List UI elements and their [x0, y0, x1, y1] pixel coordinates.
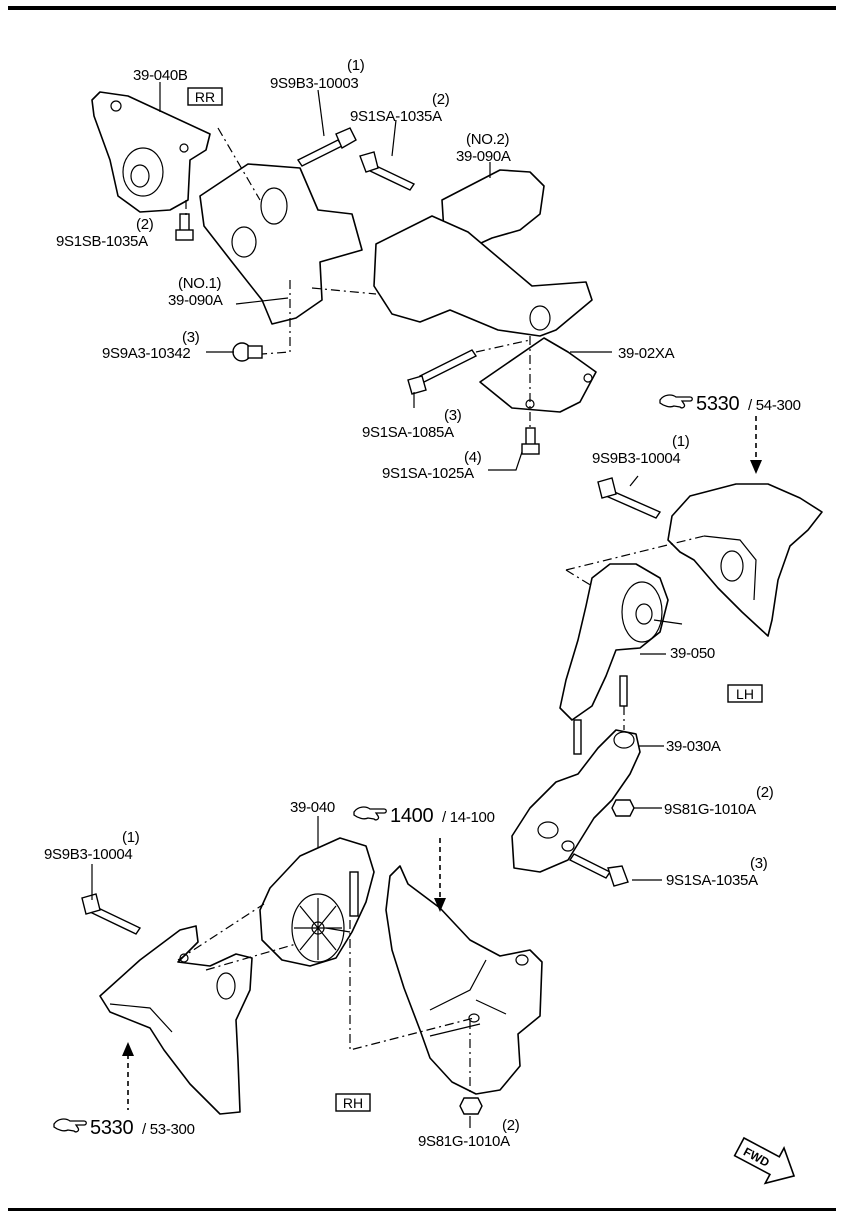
- bolt-9s9b3-10003: [296, 139, 344, 167]
- forward-arrow-icon: FWD: [733, 1136, 796, 1185]
- svg-text:5330: 5330: [90, 1117, 133, 1139]
- bolt-9s9a3-10342: [232, 342, 263, 362]
- label-b11-index: (2): [502, 1117, 520, 1134]
- label-9s1sa-1035a: 9S1SA-1035A: [350, 108, 442, 125]
- top-border: [8, 6, 836, 10]
- label-9s9b3-10004-lh: 9S9B3-10004: [592, 450, 680, 467]
- engine-bracket-rh: [99, 925, 253, 1115]
- label-39-090a-no1: 39-090A: [168, 292, 223, 309]
- mount-insulator-39-050: [559, 563, 669, 721]
- label-b7-index: (1): [672, 433, 690, 450]
- bolt-9s1sa-1025a: [521, 427, 540, 455]
- label-9s1sa-1035a-lh: 9S1SA-1035A: [666, 872, 758, 889]
- mount-bracket-39-030a: [511, 729, 641, 873]
- svg-text:1400: 1400: [390, 805, 433, 827]
- mount-base-plate: [479, 337, 597, 413]
- label-no2: (NO.2): [466, 131, 510, 148]
- label-39-090a-no2: 39-090A: [456, 148, 511, 165]
- mount-insulator-39-040: [259, 837, 375, 967]
- bolt-9s1sa-1085a: [418, 349, 478, 383]
- label-no1: (NO.1): [178, 275, 222, 292]
- label-b4-index: (3): [182, 329, 200, 346]
- label-b9-index: (3): [750, 855, 768, 872]
- nut-9s81g-1010a-rh: [459, 1097, 483, 1115]
- label-9s81g-1010a-lh: 9S81G-1010A: [664, 801, 756, 818]
- bolt-9s1sa-1035a-lh: [568, 853, 612, 879]
- label-b1-index: (1): [347, 57, 365, 74]
- svg-text:/ 14-100: / 14-100: [442, 809, 495, 826]
- engine-block-rh: [385, 865, 543, 1095]
- label-39-050: 39-050: [670, 645, 715, 662]
- label-b8-index: (2): [756, 784, 774, 801]
- svg-text:LH: LH: [736, 686, 754, 702]
- rr-mount-group: [91, 82, 612, 471]
- label-39-030a: 39-030A: [666, 738, 721, 755]
- section-badge-lh: LH: [727, 684, 763, 703]
- lh-mount-group: [511, 416, 823, 887]
- label-9s1sa-1085a: 9S1SA-1085A: [362, 424, 454, 441]
- svg-text:RH: RH: [343, 1095, 363, 1111]
- label-b6-index: (4): [464, 449, 482, 466]
- svg-text:5330: 5330: [696, 393, 739, 415]
- label-39-040: 39-040: [290, 799, 335, 816]
- section-badge-rr: RR: [187, 87, 223, 106]
- label-9s9b3-10004-rh: 9S9B3-10004: [44, 846, 132, 863]
- svg-text:RR: RR: [195, 89, 215, 105]
- label-9s9a3-10342: 9S9A3-10342: [102, 345, 190, 362]
- label-9s1sb-1035a: 9S1SB-1035A: [56, 233, 148, 250]
- transaxle-case-lh: [667, 483, 823, 637]
- label-9s81g-1010a-rh: 9S81G-1010A: [418, 1133, 510, 1150]
- label-b10-index: (1): [122, 829, 140, 846]
- label-b3-index: (2): [136, 216, 154, 233]
- label-39-02xa: 39-02XA: [618, 345, 675, 362]
- label-9s1sa-1025a: 9S1SA-1025A: [382, 465, 474, 482]
- nut-9s81g-1010a-lh: [611, 799, 635, 817]
- svg-text:/ 53-300: / 53-300: [142, 1121, 195, 1138]
- reference-1400-14-100: 1400 / 14-100: [353, 805, 495, 827]
- label-9s9b3-10003: 9S9B3-10003: [270, 75, 358, 92]
- label-b2-index: (2): [432, 91, 450, 108]
- rh-mount-group: [81, 816, 543, 1128]
- label-b5-index: (3): [444, 407, 462, 424]
- reference-5330-54-300: 5330 / 54-300: [659, 393, 801, 415]
- mount-bracket-no1: [199, 163, 363, 325]
- svg-text:/ 54-300: / 54-300: [748, 397, 801, 414]
- bottom-border: [8, 1208, 836, 1211]
- label-39-040b: 39-040B: [133, 67, 188, 84]
- rear-mount-bracket-39-040b: [91, 91, 211, 213]
- reference-5330-53-300: 5330 / 53-300: [53, 1117, 195, 1139]
- bolt-9s1sb-1035a: [175, 213, 194, 241]
- section-badge-rh: RH: [335, 1093, 371, 1112]
